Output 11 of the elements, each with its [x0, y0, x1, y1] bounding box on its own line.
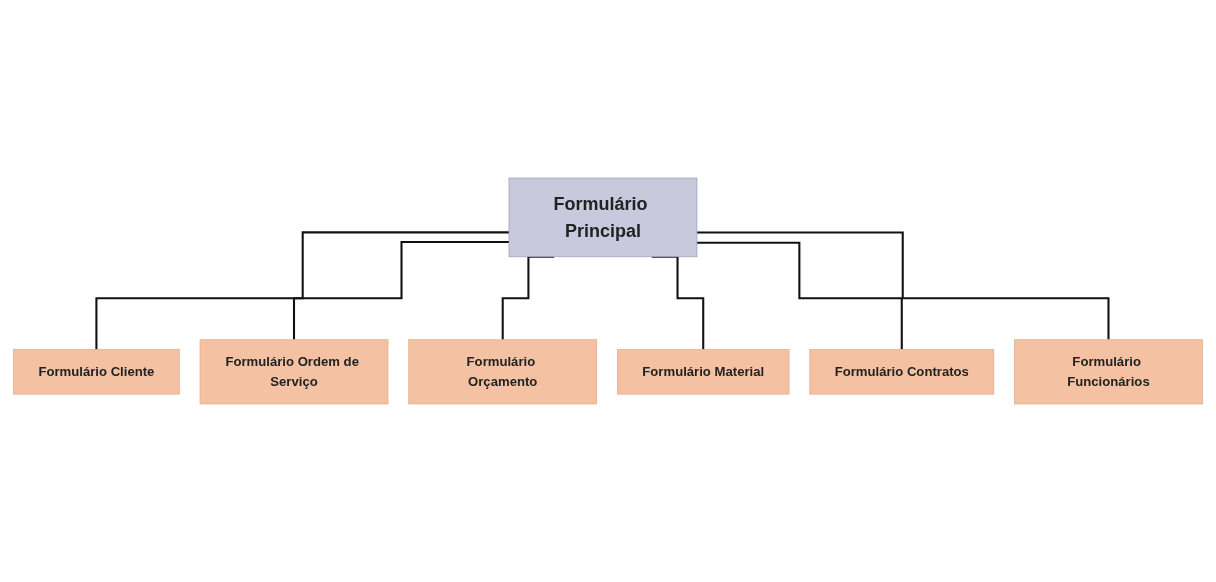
node-box: Formulário Contratos [809, 349, 995, 395]
connector [95, 231, 509, 351]
node-box: Formulário Principal [508, 177, 698, 258]
node-box: Formulário Material [617, 349, 790, 395]
node-box: Formulário Orçamento [408, 339, 598, 405]
connector [696, 231, 1110, 341]
connector [696, 241, 903, 351]
node-box: Formulário Cliente [13, 349, 180, 395]
node-box: Formulário Funcionários [1014, 339, 1203, 405]
node-box: Formulário Ordem de Serviço [199, 339, 389, 405]
connector [292, 240, 509, 341]
